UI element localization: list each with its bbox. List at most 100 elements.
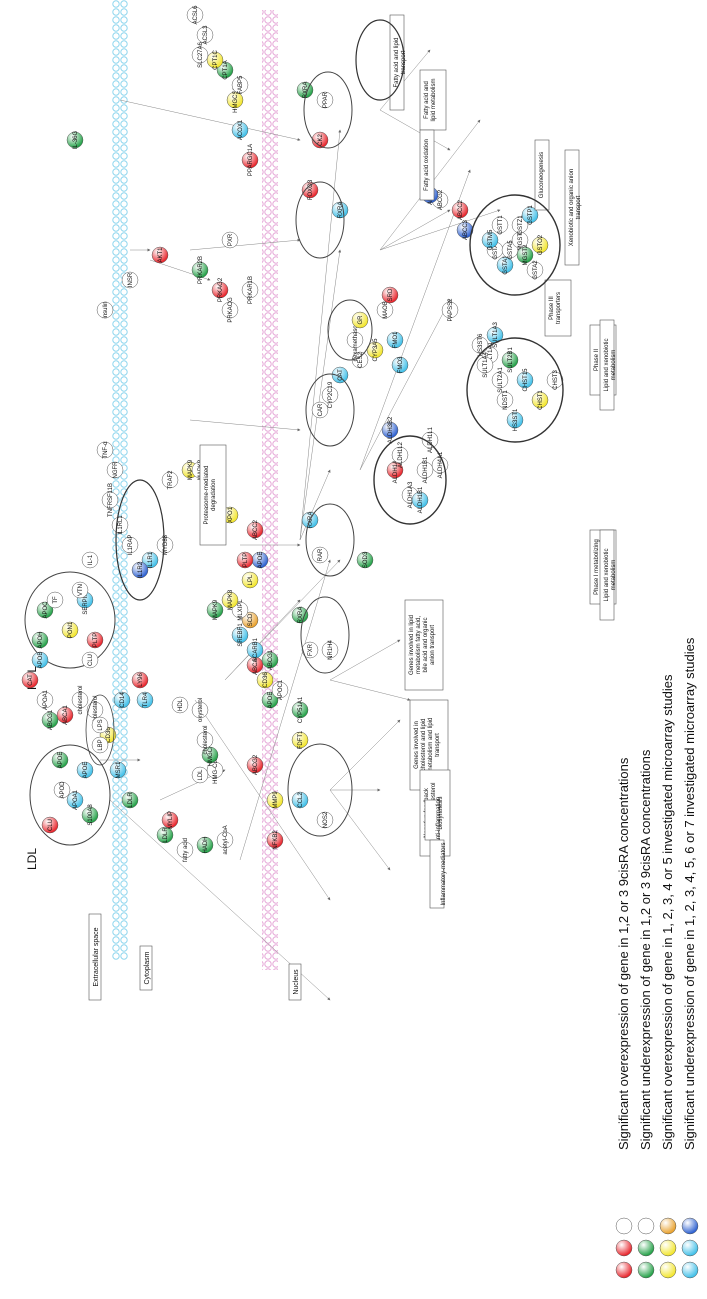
gene-node-gsta2[interactable]: GSTA2 xyxy=(526,260,544,280)
gene-node-sod3[interactable]: SOD3 xyxy=(356,551,374,569)
gene-node-ldl_node[interactable]: LDL xyxy=(191,766,209,784)
gene-node-srebf1[interactable]: SREBF1 xyxy=(231,623,249,647)
gene-node-acsl3[interactable]: ACSL3 xyxy=(196,25,214,45)
gene-node-hmgcs1[interactable]: HMGCS1 xyxy=(226,87,244,113)
gene-node-pxr[interactable]: PXR xyxy=(221,231,239,249)
gene-node-gstp[interactable]: GSTP1 xyxy=(521,205,539,225)
gene-node-msr1[interactable]: MSR1 xyxy=(109,761,127,778)
gene-node-scarb1[interactable]: SCARB1 xyxy=(246,637,264,662)
gene-node-foxo3[interactable]: FOXO3 xyxy=(301,179,319,200)
gene-node-gsto2[interactable]: GSTO2 xyxy=(531,234,549,255)
gene-node-chst15[interactable]: CHST15 xyxy=(516,368,534,392)
gene-node-gsta5[interactable]: GSTA5 xyxy=(501,240,519,260)
gene-node-apo_b2[interactable]: APOB xyxy=(31,652,49,669)
gene-node-ngfr[interactable]: NGFR xyxy=(106,461,124,479)
gene-node-scd[interactable]: SCD xyxy=(241,611,259,629)
gene-node-fabp[interactable]: FABP5 xyxy=(231,75,249,94)
gene-node-acsl6[interactable]: ACSL6 xyxy=(186,5,204,25)
gene-node-il36g[interactable]: IL-36G xyxy=(66,130,84,149)
gene-node-sult2b1[interactable]: SULT2B1 xyxy=(501,347,519,373)
gene-node-slc27a6[interactable]: SLC27A6 xyxy=(191,41,209,68)
gene-node-hs3st1[interactable]: HS3ST1 xyxy=(506,408,524,431)
gene-node-cd36n[interactable]: CD36 xyxy=(256,672,274,689)
gene-node-prkar1b[interactable]: PRKAR1B xyxy=(241,276,259,304)
gene-node-hmg_coa[interactable]: HMG-CoA xyxy=(206,756,224,784)
gene-node-tlr4[interactable]: TLR4 xyxy=(136,691,154,709)
gene-node-abcc3[interactable]: ABCC3 xyxy=(456,219,474,240)
gene-node-il1r1[interactable]: IL1R1 xyxy=(141,551,159,569)
gene-node-lbp[interactable]: LBP xyxy=(91,736,109,754)
gene-node-apoe2[interactable]: APOE xyxy=(51,752,69,769)
gene-node-aldh1b1[interactable]: ALDH1B1 xyxy=(416,456,434,483)
gene-node-clu2[interactable]: CLU xyxy=(81,651,99,669)
gene-node-rar[interactable]: RAR xyxy=(311,546,329,564)
gene-node-prkacg[interactable]: PRKACG xyxy=(221,297,239,323)
gene-node-aldh1a1[interactable]: ALDH1A1 xyxy=(386,456,404,483)
gene-node-cpt1a[interactable]: CPT1A xyxy=(216,60,234,80)
gene-node-srd[interactable]: SRD xyxy=(381,286,399,304)
gene-node-fmo1[interactable]: FMO1 xyxy=(386,331,404,348)
gene-node-s100a8[interactable]: S100A8 xyxy=(81,804,99,826)
gene-node-ldlr1[interactable]: LDLR xyxy=(121,792,139,809)
gene-node-gstm5[interactable]: GSTM5 xyxy=(481,229,499,250)
gene-node-apoa1[interactable]: APOA1 xyxy=(36,689,54,710)
gene-node-cat2[interactable]: CAT xyxy=(331,366,349,384)
gene-node-gstz1[interactable]: GSTZ1 xyxy=(511,215,529,235)
gene-node-ccl2[interactable]: CCL2 xyxy=(291,792,309,809)
gene-node-ndst1[interactable]: NDST1 xyxy=(496,390,514,410)
gene-node-hadh[interactable]: HADH xyxy=(196,836,214,854)
gene-node-cholesterol2[interactable]: cholesterol xyxy=(86,695,104,725)
gene-node-maob[interactable]: MAOB xyxy=(376,301,394,319)
gene-node-apod[interactable]: APOD xyxy=(53,781,71,799)
gene-node-aldh3b2[interactable]: ALDH3B2 xyxy=(381,416,399,443)
gene-node-abcg1_m[interactable]: ABCG1 xyxy=(41,709,59,730)
gene-node-gsta1[interactable]: GSTA1 xyxy=(496,255,514,275)
gene-node-tnfrsf11b[interactable]: TNFRSF11B xyxy=(101,483,119,517)
gene-node-ldlr2[interactable]: LDLR xyxy=(156,827,174,844)
gene-node-abcc2b[interactable]: ABCC2 xyxy=(451,199,469,220)
gene-node-aldh1l2[interactable]: ALDH1L2 xyxy=(391,441,409,468)
gene-node-ppar[interactable]: PPAR xyxy=(316,91,334,109)
gene-node-ly96[interactable]: LY96 xyxy=(131,671,149,689)
gene-node-vtn[interactable]: VTN xyxy=(71,581,89,599)
gene-node-apoc[interactable]: APOC xyxy=(36,601,54,619)
gene-node-fxr[interactable]: FXR xyxy=(301,641,319,659)
gene-node-insulin[interactable]: insulin xyxy=(96,301,114,319)
gene-node-akt1[interactable]: AKT1 xyxy=(151,246,169,264)
gene-node-il1r2[interactable]: IL1R2 xyxy=(131,561,149,579)
gene-node-mmp9[interactable]: MMP9 xyxy=(266,791,284,809)
gene-node-tnfa[interactable]: TNF-α xyxy=(96,441,114,459)
gene-node-cd14[interactable]: CD14 xyxy=(113,692,131,709)
gene-node-lps[interactable]: LPS xyxy=(91,716,109,734)
gene-node-mlxipl[interactable]: MLXIPL xyxy=(231,599,249,621)
gene-node-hmgcr[interactable]: HMGCR xyxy=(201,743,219,766)
gene-node-apoe_b[interactable]: APOE xyxy=(251,552,269,569)
gene-node-cyp2c19[interactable]: CYP2C19 xyxy=(321,381,339,408)
gene-node-acox1[interactable]: ACOX1 xyxy=(231,119,249,140)
gene-node-insr[interactable]: INSR xyxy=(121,271,139,289)
gene-node-nfkb2[interactable]: NFKB2 xyxy=(266,830,284,850)
gene-node-sult1a3[interactable]: SULT1A3 xyxy=(486,322,504,348)
gene-node-rxra[interactable]: RXRA xyxy=(291,607,309,624)
gene-node-papss2[interactable]: PAPSS2 xyxy=(441,298,459,322)
gene-node-dexamethasone[interactable]: dexamethasone xyxy=(346,318,364,361)
gene-node-aldh1b1b[interactable]: ALDH1B1 xyxy=(411,486,429,513)
gene-node-clu[interactable]: CLU xyxy=(41,816,59,834)
gene-node-il1rap[interactable]: IL1RAP xyxy=(121,535,139,556)
gene-node-rxr_pxr[interactable]: RXRA xyxy=(331,202,349,219)
gene-node-sult2a1[interactable]: SULT2A1 xyxy=(491,367,509,393)
gene-node-mylip[interactable]: MYLIP xyxy=(161,811,179,829)
gene-node-traf2[interactable]: TRAF2 xyxy=(161,470,179,490)
gene-node-mgst2[interactable]: MGST2 xyxy=(516,244,534,265)
gene-node-apoh[interactable]: APOH xyxy=(31,631,49,649)
gene-node-car[interactable]: CAR xyxy=(311,401,329,419)
gene-node-pltp[interactable]: PLTP xyxy=(86,631,104,649)
gene-node-nos2[interactable]: NOS2 xyxy=(316,811,334,829)
gene-node-il1[interactable]: IL-1 xyxy=(81,551,99,569)
gene-node-tf[interactable]: TF xyxy=(46,591,64,609)
gene-node-hdl_node[interactable]: HDL xyxy=(171,696,189,714)
gene-node-mapk9b[interactable]: MAPK9 xyxy=(206,599,224,620)
gene-node-oxysterol[interactable]: oxysterol xyxy=(191,698,209,722)
gene-node-apoe_n[interactable]: APOE xyxy=(261,692,279,709)
gene-node-apoc1[interactable]: APOC1 xyxy=(271,679,289,700)
